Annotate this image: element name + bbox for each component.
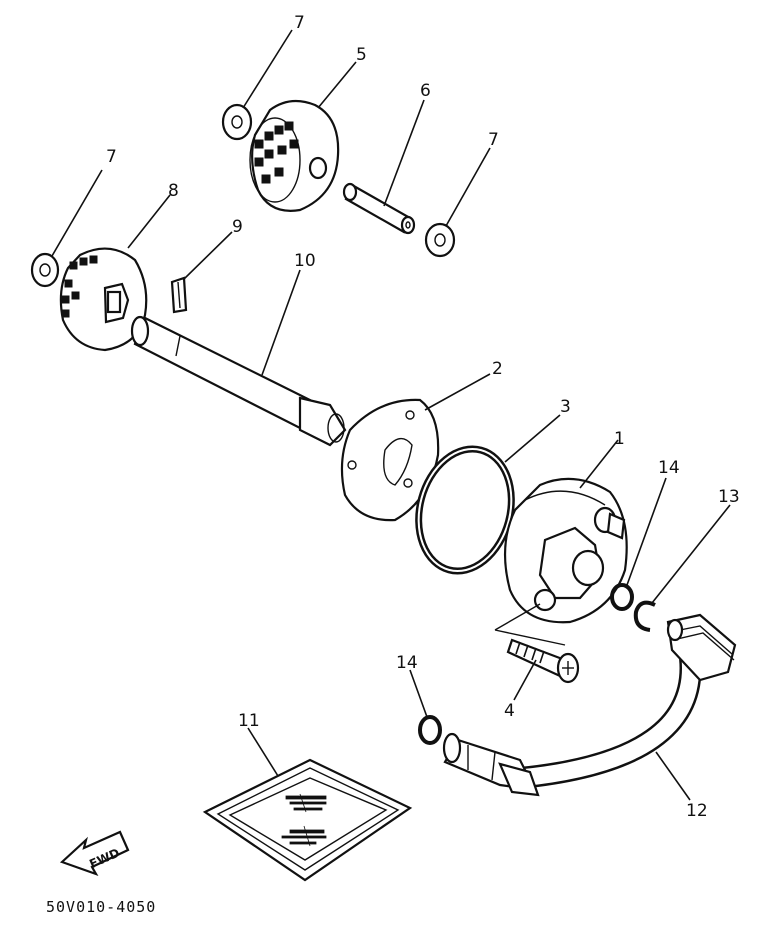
washer-7-top	[221, 103, 253, 141]
leader-3	[504, 414, 561, 463]
leader-9	[182, 231, 233, 281]
shaft-10	[130, 315, 347, 447]
drawing-code: 50V010-4050	[46, 898, 156, 916]
leader-2	[424, 373, 491, 411]
leader-6	[383, 99, 425, 207]
leader-12	[655, 751, 691, 801]
pin-6	[342, 182, 416, 235]
callout-8: 8	[168, 181, 179, 201]
gear-8	[59, 247, 148, 352]
washer-7-left	[30, 252, 60, 288]
o-ring-14-upper	[610, 583, 634, 611]
fwd-arrow-icon: FWD	[59, 830, 130, 877]
leader-1	[579, 439, 619, 489]
leader-14-upper	[626, 477, 667, 586]
callout-6: 6	[420, 81, 431, 101]
leader-5	[317, 61, 357, 109]
leader-7-top	[242, 29, 293, 109]
circlip-13	[633, 600, 656, 632]
callout-2: 2	[492, 359, 503, 379]
callout-11: 11	[238, 711, 260, 731]
callout-1: 1	[614, 429, 625, 449]
callout-9: 9	[232, 217, 243, 237]
key-pin-9	[170, 276, 188, 314]
callout-7-left: 7	[106, 147, 117, 167]
screw-4	[494, 603, 580, 684]
leader-8	[127, 194, 171, 249]
pump-housing-1	[503, 477, 628, 624]
o-ring-3	[415, 445, 515, 575]
strainer-11	[202, 758, 413, 882]
washer-7-right	[424, 222, 456, 258]
callout-7-top: 7	[294, 13, 305, 33]
leader-14-lower	[409, 669, 428, 718]
leader-10	[261, 269, 301, 376]
callout-14-lower: 14	[396, 653, 418, 673]
o-ring-14-lower	[418, 715, 442, 745]
callout-14-upper: 14	[658, 458, 680, 478]
callout-4: 4	[504, 701, 515, 721]
gear-5	[249, 99, 340, 212]
pipe-12	[442, 613, 737, 797]
callout-13: 13	[718, 487, 740, 507]
leader-7-left	[51, 169, 103, 257]
leader-13	[651, 504, 731, 604]
callout-3: 3	[560, 397, 571, 417]
callout-5: 5	[356, 45, 367, 65]
leader-7-right	[445, 147, 491, 227]
callout-12: 12	[686, 801, 708, 821]
leader-4	[513, 659, 537, 701]
callout-10: 10	[294, 251, 316, 271]
callout-7-right: 7	[488, 130, 499, 150]
leader-11	[247, 727, 279, 777]
